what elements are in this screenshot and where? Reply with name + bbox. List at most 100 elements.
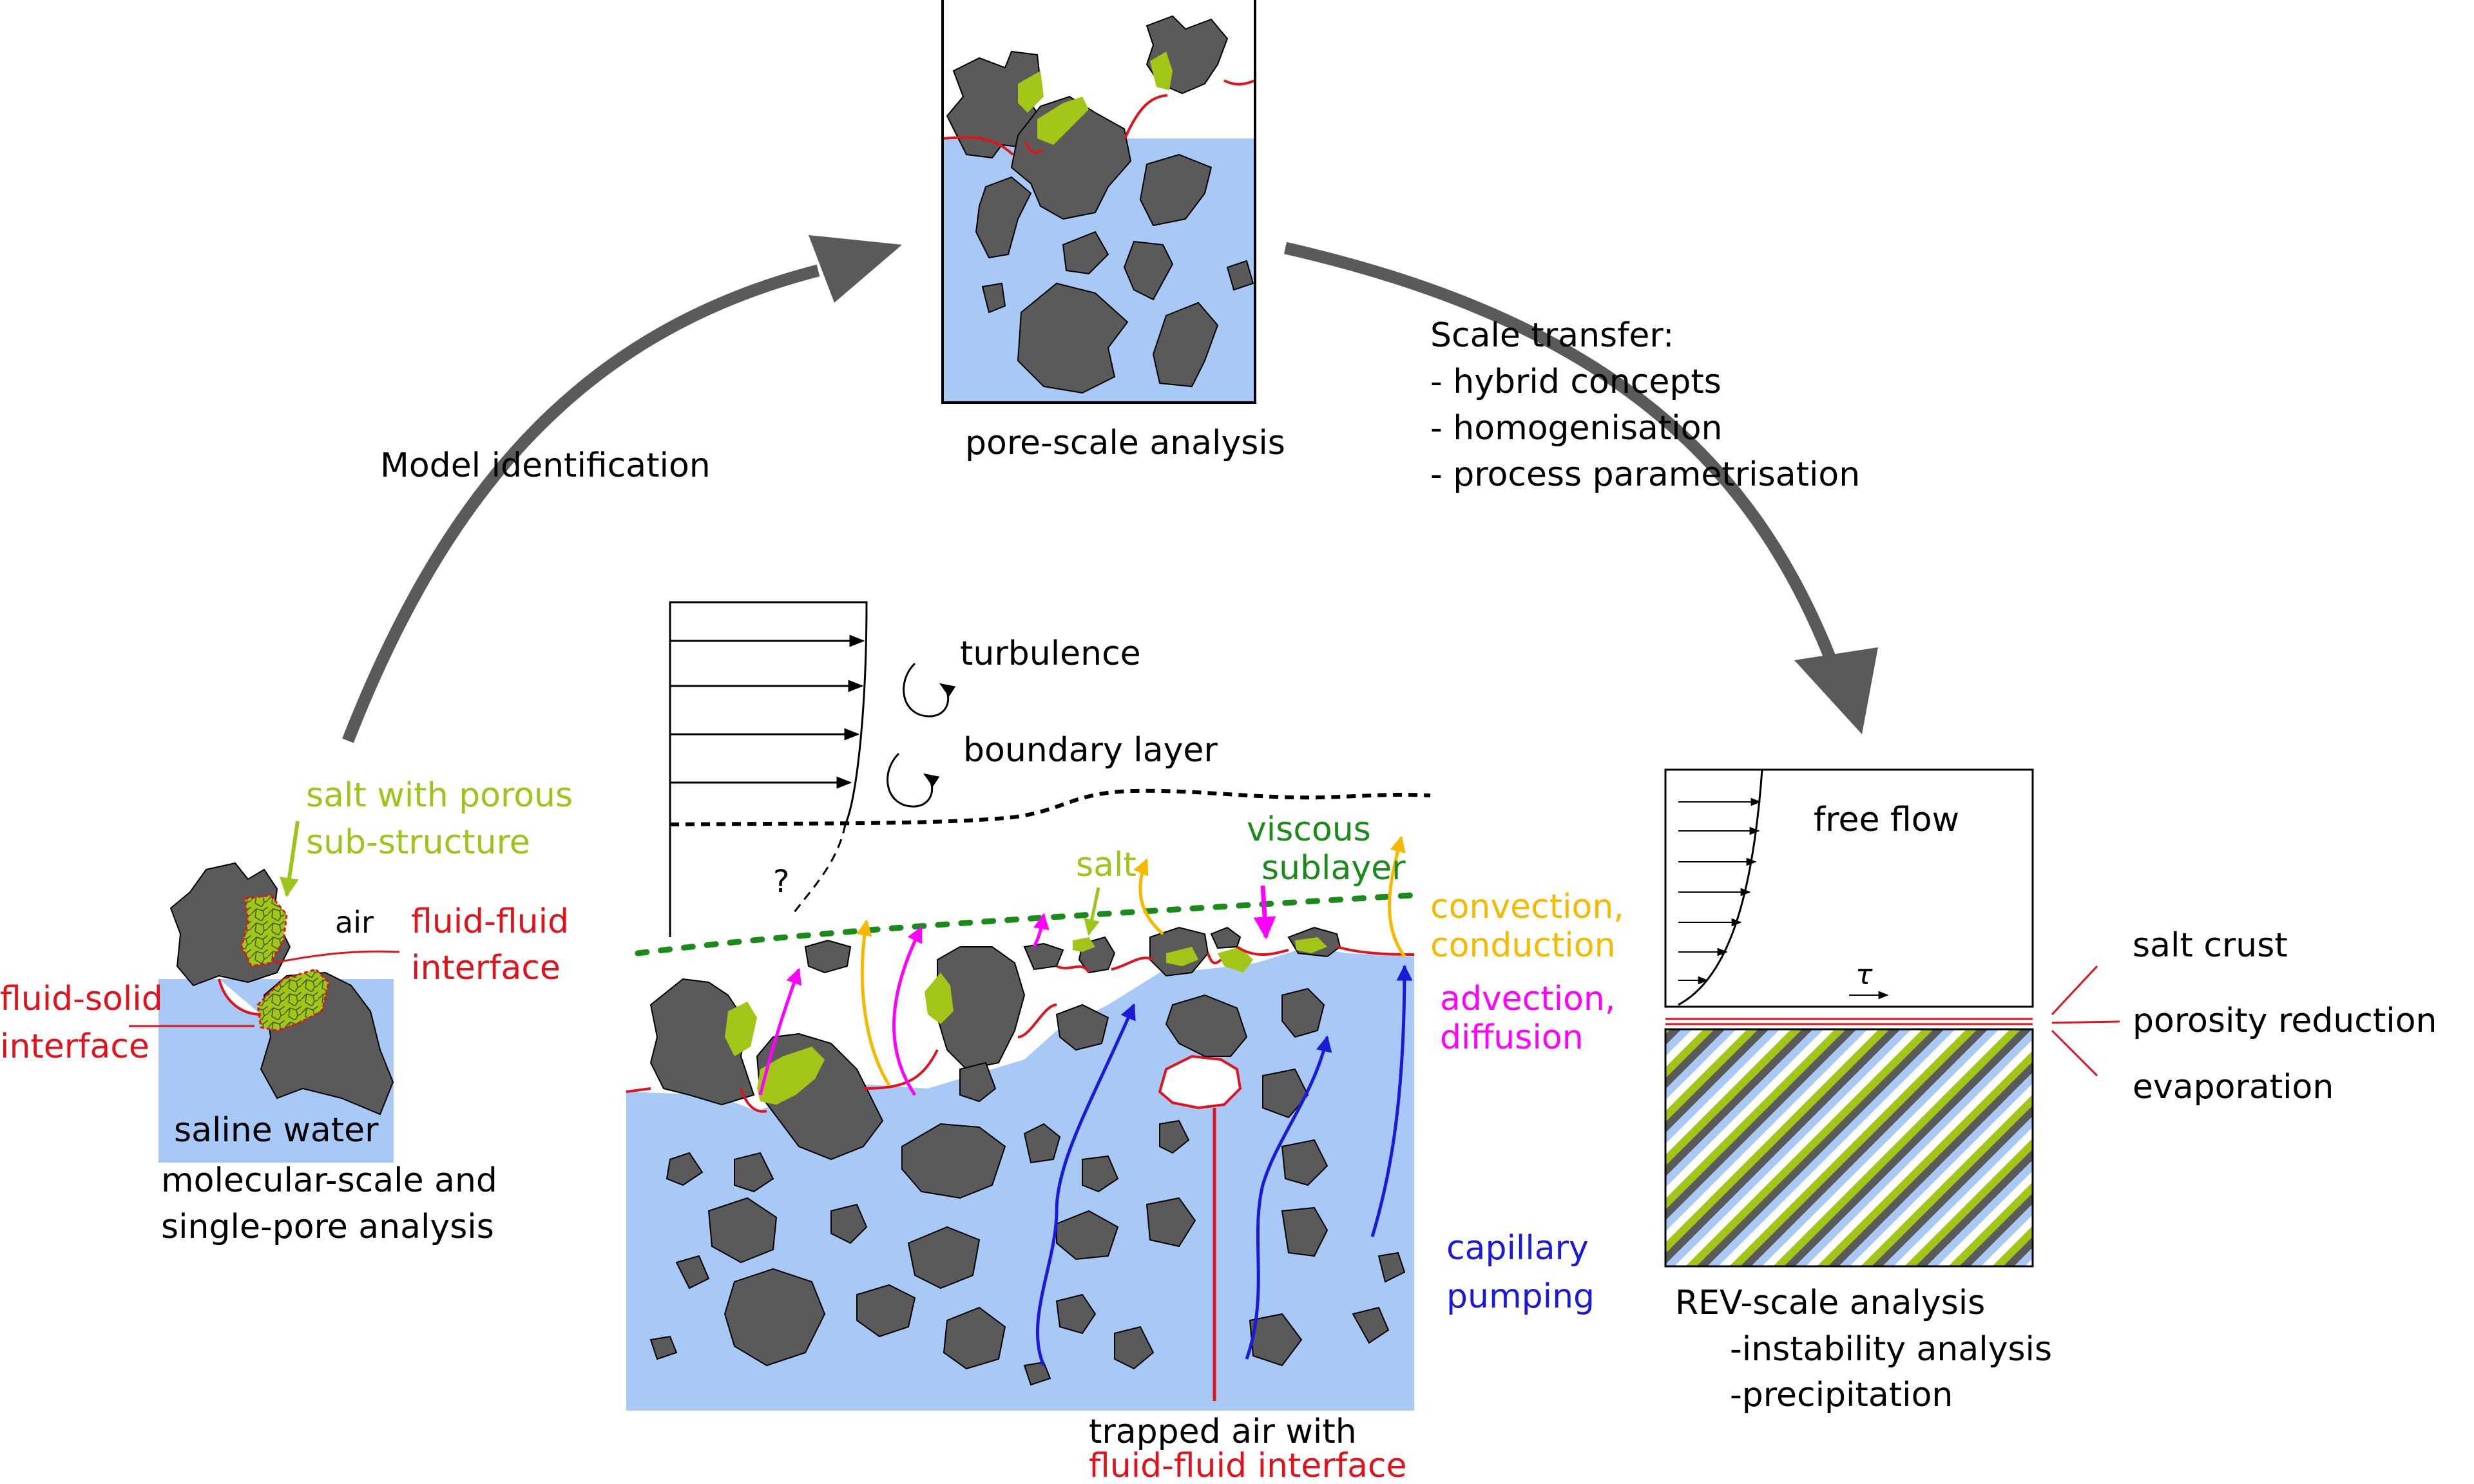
salt-patch bbox=[757, 1047, 825, 1105]
rev-stripe bbox=[1926, 1160, 2033, 1266]
rev-stripe bbox=[1872, 1105, 2033, 1266]
trapped-air-bubble bbox=[1158, 1054, 1242, 1110]
grain bbox=[724, 1268, 826, 1367]
question-mark: ? bbox=[773, 864, 789, 900]
salt-porous-label: salt with porous bbox=[306, 776, 573, 815]
salt-patch bbox=[1166, 947, 1198, 966]
grain bbox=[937, 946, 1026, 1070]
salt-label: salt bbox=[1076, 846, 1136, 884]
grain bbox=[1377, 1251, 1406, 1283]
grain bbox=[1281, 1206, 1328, 1257]
scale-transfer-list: Scale transfer: - hybrid concepts - homo… bbox=[1430, 316, 1860, 494]
trapped-air-label: trapped air with bbox=[1089, 1413, 1357, 1451]
grain bbox=[734, 1152, 774, 1193]
fluid-fluid-label: interface bbox=[411, 949, 561, 987]
grain bbox=[959, 1061, 997, 1103]
boundary-layer-line bbox=[669, 788, 1431, 826]
rev-stripe bbox=[1773, 1029, 2021, 1266]
grain bbox=[975, 176, 1032, 259]
rev-porous-medium bbox=[1665, 1029, 2317, 1266]
rev-stripe bbox=[1839, 1072, 2033, 1266]
cycle-arrowhead-left bbox=[809, 235, 902, 303]
rev-stripe bbox=[1828, 1061, 2033, 1266]
rev-stripe bbox=[1665, 1029, 1912, 1266]
grain bbox=[830, 1203, 868, 1244]
rev-stripe bbox=[1685, 1029, 1933, 1266]
salt-patch bbox=[1018, 71, 1044, 113]
advection-label: advection, bbox=[1440, 980, 1615, 1018]
cycle-arrowhead-right bbox=[1794, 647, 1878, 734]
conduction-label: conduction bbox=[1430, 926, 1616, 965]
rev-stripe bbox=[1674, 1029, 1923, 1266]
rev-stripe bbox=[1718, 1029, 1966, 1266]
grain bbox=[1352, 1306, 1390, 1344]
evaporation-label: evaporation bbox=[2133, 1068, 2334, 1107]
rev-stripe bbox=[2069, 1029, 2317, 1266]
rev-stripe bbox=[1981, 1215, 2033, 1266]
grain bbox=[1210, 926, 1242, 949]
boundary-layer-label: boundary layer bbox=[963, 731, 1218, 770]
rev-item: -instability analysis bbox=[1730, 1330, 2052, 1369]
trapped-air-label: fluid-fluid interface bbox=[1089, 1447, 1407, 1481]
turbulence-eddy-icon bbox=[903, 662, 956, 718]
rev-stripe bbox=[1861, 1094, 2033, 1266]
grain bbox=[707, 1197, 778, 1264]
capillary-label: capillary bbox=[1446, 1229, 1589, 1268]
rev-stripe bbox=[1992, 1226, 2033, 1266]
salt-patch bbox=[1037, 97, 1089, 145]
scale-transfer-item: - homogenisation bbox=[1430, 409, 1723, 448]
sublayer-label: sublayer bbox=[1261, 849, 1406, 888]
salt-patch bbox=[1150, 52, 1173, 90]
grain bbox=[666, 1152, 704, 1186]
air-label: air bbox=[335, 905, 374, 940]
viscous-label: viscous bbox=[1247, 810, 1371, 849]
free-flow-box bbox=[1664, 768, 2034, 1008]
salt-porous-upper bbox=[240, 894, 288, 967]
grain bbox=[1082, 1155, 1119, 1193]
cycle-arrow-right bbox=[1283, 242, 1836, 660]
scale-transfer-item: - process parametrisation bbox=[1430, 455, 1860, 494]
grain bbox=[1023, 942, 1064, 971]
rev-stripe bbox=[2036, 1029, 2284, 1266]
rev-caption: REV-scale analysis bbox=[1675, 1284, 1985, 1322]
grain bbox=[1152, 301, 1219, 388]
salt-patch bbox=[1295, 937, 1327, 953]
velocity-profile bbox=[669, 601, 868, 937]
evaporation-flux-arrow bbox=[1253, 885, 1276, 940]
salt-crust-label: salt crust bbox=[2133, 926, 2288, 965]
rev-stripe bbox=[1970, 1204, 2033, 1266]
grain bbox=[1159, 1119, 1190, 1154]
grain bbox=[804, 939, 852, 974]
salt-patch bbox=[925, 973, 954, 1024]
salt-patch bbox=[1218, 947, 1253, 973]
grain bbox=[856, 1284, 916, 1338]
rev-stripe bbox=[1729, 1029, 1977, 1266]
rev-stripe bbox=[2058, 1029, 2306, 1266]
grain bbox=[901, 1123, 1006, 1199]
grain bbox=[649, 978, 755, 1106]
grain bbox=[943, 1306, 1006, 1370]
rev-stripe bbox=[1751, 1029, 1999, 1266]
grain bbox=[1123, 240, 1174, 301]
cycle-arrows bbox=[342, 235, 1878, 743]
rev-stripe bbox=[1937, 1171, 2033, 1266]
saline-water-label: saline water bbox=[174, 1111, 379, 1150]
salt-porous-lower bbox=[256, 968, 330, 1032]
grain bbox=[649, 1335, 678, 1360]
grain bbox=[1017, 282, 1129, 394]
grain bbox=[1249, 1313, 1303, 1367]
rev-stripe bbox=[2025, 1259, 2033, 1266]
rev-stripe bbox=[1707, 1029, 1955, 1266]
model-identification-label: Model identification bbox=[380, 446, 711, 485]
rev-stripe bbox=[1894, 1127, 2033, 1266]
rev-stripe bbox=[1795, 1029, 2033, 1266]
rev-stripe bbox=[1883, 1116, 2033, 1266]
rev-stripe bbox=[1696, 1029, 1944, 1266]
molecular-caption: single-pore analysis bbox=[161, 1208, 494, 1246]
scale-transfer-item: - hybrid concepts bbox=[1430, 363, 1721, 401]
fluid-solid-label: interface bbox=[0, 1027, 149, 1066]
rev-stripe bbox=[1817, 1051, 2033, 1266]
grain bbox=[1114, 1326, 1155, 1370]
